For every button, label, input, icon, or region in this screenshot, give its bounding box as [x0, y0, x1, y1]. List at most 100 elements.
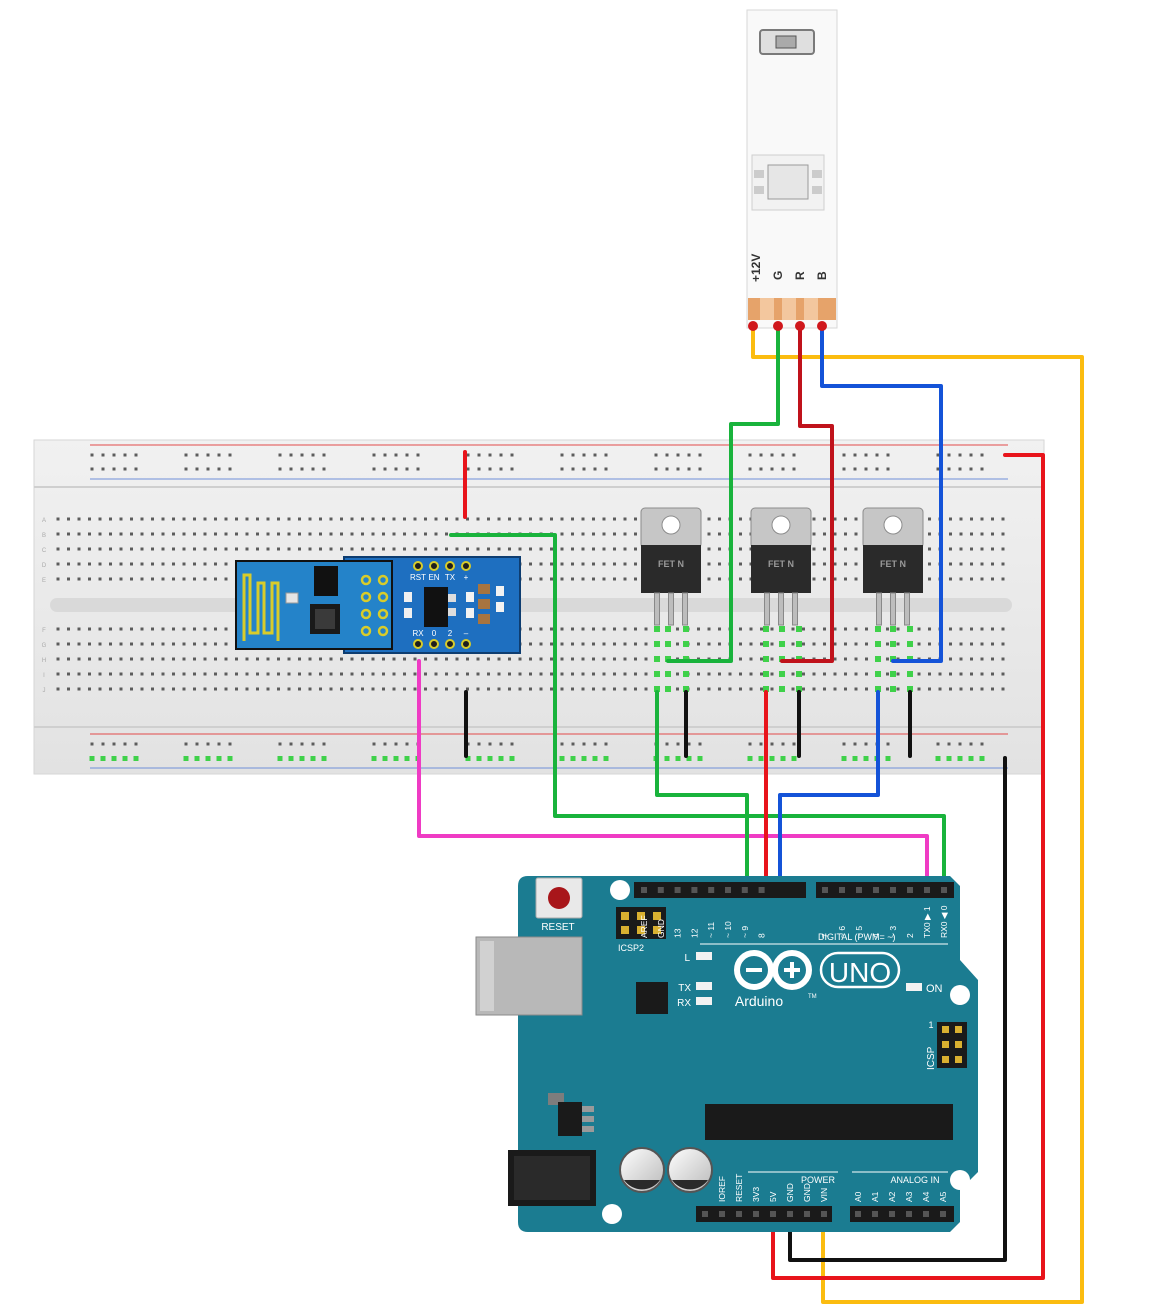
analog-pin-label: A2: [887, 1191, 897, 1202]
led-strip: +12V G R B: [746, 9, 838, 331]
wire-esp-rx-magenta: [417, 659, 929, 892]
breadboard-row-letter: I: [43, 673, 45, 679]
digital-pin-hole[interactable]: [725, 887, 731, 893]
arduino-logo-icon: [734, 950, 812, 990]
arduino-model: UNO: [829, 957, 891, 988]
digital-pin-label: TX0 ▶ 1: [922, 906, 932, 938]
analog-pin-hole[interactable]: [906, 1211, 912, 1217]
power-pin-hole[interactable]: [736, 1211, 742, 1217]
analog-pin-label: A5: [938, 1191, 948, 1202]
analog-pin-label: A0: [853, 1191, 863, 1202]
wire-strip-blue: [820, 324, 943, 663]
wire-5v-power: [771, 453, 1045, 1280]
digital-pin-hole[interactable]: [822, 887, 828, 893]
digital-header-label: DIGITAL (PWM= ~): [818, 932, 896, 942]
led-tx: [696, 982, 712, 990]
led-tx-label: TX: [678, 983, 691, 994]
strip-pad-12v[interactable]: [748, 321, 758, 331]
analog-pin-hole[interactable]: [923, 1211, 929, 1217]
digital-pin-label: ~ 9: [740, 926, 750, 938]
strip-pad-b[interactable]: [817, 321, 827, 331]
icsp-pin1-label: 1: [928, 1020, 933, 1030]
esp-pin-rst: RST: [410, 573, 426, 582]
digital-pin-label: GND: [656, 919, 666, 938]
analog-pin-hole[interactable]: [872, 1211, 878, 1217]
analog-pin-hole[interactable]: [940, 1211, 946, 1217]
digital-pin-hole[interactable]: [907, 887, 913, 893]
power-pin-label: GND: [785, 1183, 795, 1202]
esp-pin-en: EN: [428, 573, 439, 582]
digital-pin-label: 8: [757, 933, 767, 938]
mosfet-label: FET N: [880, 559, 906, 569]
digital-pin-label: ~ 10: [723, 921, 733, 938]
analog-pin-label: A3: [904, 1191, 914, 1202]
esp-pin-tx: TX: [445, 573, 456, 582]
breadboard-row-letter: F: [42, 628, 46, 634]
power-pin-hole[interactable]: [702, 1211, 708, 1217]
digital-pin-hole[interactable]: [839, 887, 845, 893]
digital-pin-hole[interactable]: [741, 887, 748, 893]
analog-header-label: ANALOG IN: [890, 1175, 939, 1185]
wire-esp-tx-green: [449, 533, 946, 892]
digital-pin-hole[interactable]: [890, 887, 896, 893]
digital-pin-label: ~ 6: [837, 926, 847, 938]
power-pin-hole[interactable]: [787, 1211, 793, 1217]
digital-pin-hole[interactable]: [691, 887, 698, 893]
strip-pin-b: B: [815, 271, 829, 280]
wire-ground-black: [788, 756, 1007, 1262]
digital-pin-hole[interactable]: [873, 887, 879, 893]
esp-pin-holes: [360, 574, 389, 637]
analog-pin-hole[interactable]: [889, 1211, 895, 1217]
breadboard-row-letter: E: [42, 578, 46, 584]
strip-pin-g: G: [771, 271, 785, 280]
strip-pad-r[interactable]: [795, 321, 805, 331]
wires: [417, 324, 1084, 1304]
esp-pin-gpio0: 0: [432, 629, 437, 638]
esp-adapter-pins: [413, 561, 471, 649]
digital-pin-label: 2: [905, 933, 915, 938]
digital-pin-label: 13: [673, 928, 683, 938]
digital-pin-label: ~ 5: [854, 926, 864, 938]
digital-pin-hole[interactable]: [924, 887, 930, 893]
breadboard-row-letter: H: [42, 658, 46, 664]
power-pin-hole[interactable]: [804, 1211, 810, 1217]
digital-pin-label: RX0 ◀ 0: [939, 905, 949, 938]
breadboard-row-letter: B: [42, 533, 46, 539]
led-on-label: ON: [926, 983, 943, 995]
power-pin-hole[interactable]: [770, 1211, 776, 1217]
wire-gate-pin9: [778, 690, 880, 892]
strip-pad-g[interactable]: [773, 321, 783, 331]
arduino-uno: RESET ICSP2 1 ICSP: [475, 876, 978, 1232]
power-pin-label: IOREF: [717, 1176, 727, 1202]
power-pin-hole[interactable]: [719, 1211, 725, 1217]
analog-pin-label: A4: [921, 1191, 931, 1202]
atmega-chip: [705, 1104, 953, 1140]
arduino-tm: TM: [808, 994, 817, 1000]
reset-label: RESET: [541, 922, 574, 933]
power-pin-label: 5V: [768, 1191, 778, 1202]
digital-pin-hole[interactable]: [941, 887, 947, 893]
breadboard-connected-holes: [89, 626, 985, 761]
breadboard-row-letter: J: [43, 688, 46, 694]
power-pin-hole[interactable]: [753, 1211, 759, 1217]
digital-pin-label: 12: [689, 928, 699, 938]
led-l: [696, 952, 712, 960]
digital-pin-hole[interactable]: [674, 887, 681, 893]
power-pin-label: RESET: [734, 1174, 744, 1202]
power-pin-hole[interactable]: [821, 1211, 827, 1217]
esp8266-module: RST EN TX + RX 0 2 –: [235, 556, 521, 654]
digital-pin-hole[interactable]: [657, 887, 664, 893]
led-on: [906, 983, 922, 991]
led-rx-label: RX: [677, 998, 691, 1009]
arduino-logo-text: Arduino: [735, 993, 783, 1009]
power-pin-label: 3V3: [751, 1187, 761, 1202]
digital-pin-hole[interactable]: [641, 887, 647, 893]
digital-pin-hole[interactable]: [708, 887, 715, 893]
analog-pin-hole[interactable]: [855, 1211, 861, 1217]
digital-pin-hole[interactable]: [856, 887, 862, 893]
digital-pin-hole[interactable]: [758, 887, 765, 893]
